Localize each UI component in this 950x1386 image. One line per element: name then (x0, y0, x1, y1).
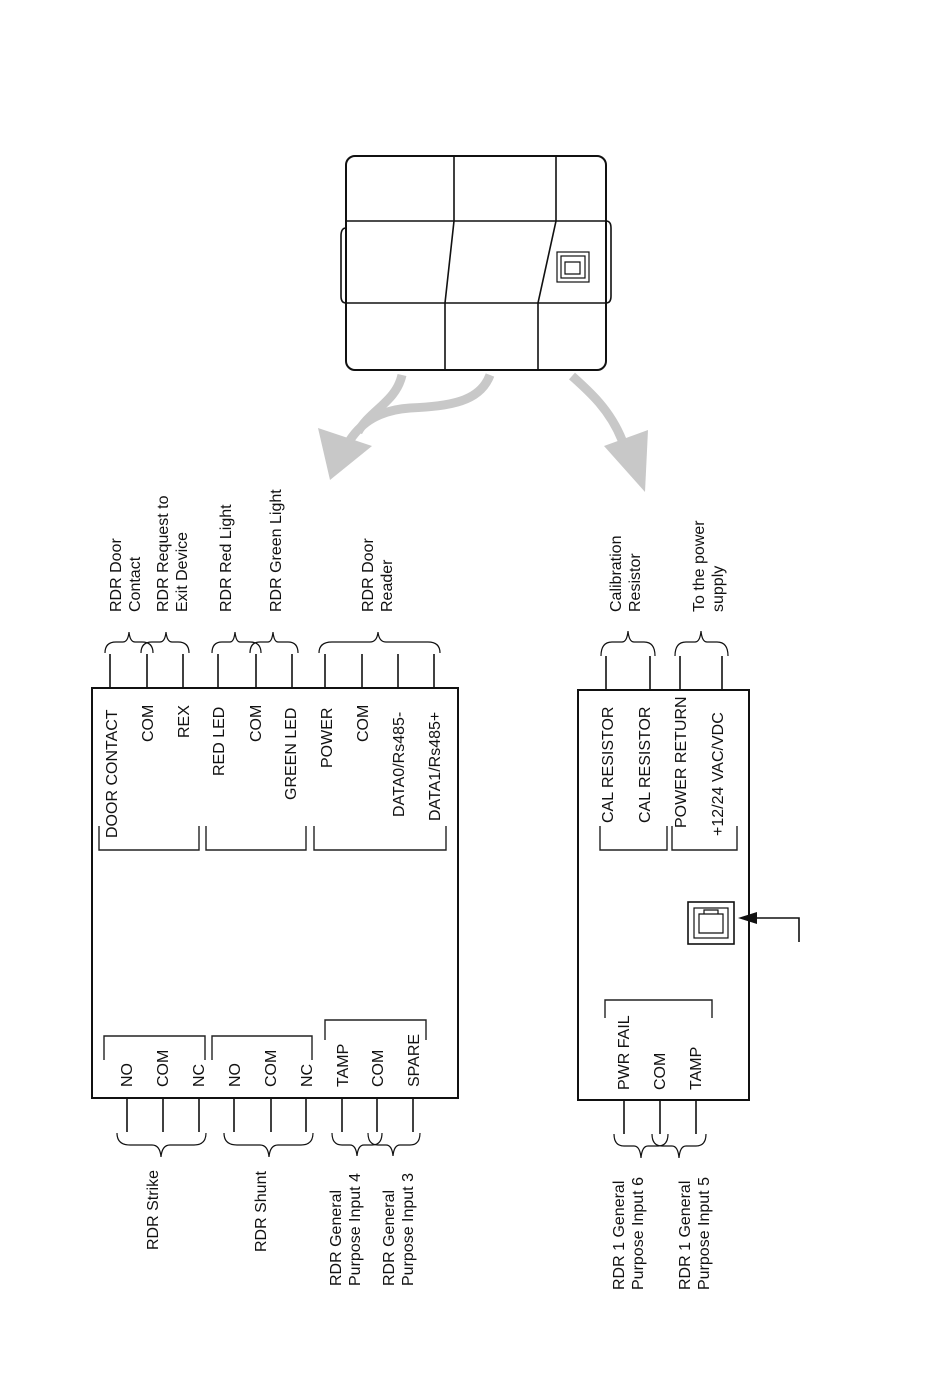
label-rdr-request-exit-1: RDR Request to (155, 495, 172, 612)
terminal-com: COM (248, 705, 265, 742)
right-board-top-terminals: CAL RESISTOR CAL RESISTOR POWER RETURN +… (600, 696, 727, 836)
device-rj45-icon (556, 251, 590, 283)
port-pointer-arrow (738, 912, 800, 942)
label-gpi5-1: RDR 1 General (677, 1181, 694, 1290)
terminal-tamp: TAMP (688, 1047, 705, 1090)
terminal-com: COM (355, 705, 372, 742)
terminal-com: COM (652, 1053, 669, 1090)
label-rdr-green-light: RDR Green Light (268, 489, 285, 612)
label-rdr-door-reader-1: RDR Door (360, 538, 377, 612)
terminal-no: NO (119, 1063, 136, 1087)
terminal-cal-resistor: CAL RESISTOR (600, 707, 617, 823)
left-board-bottom-terminals: NO COM NC NO COM NC TAMP COM SPARE (119, 1034, 423, 1087)
arrow-to-right-board (569, 372, 648, 492)
terminal-nc: NC (191, 1064, 208, 1087)
terminal-no: NO (227, 1063, 244, 1087)
left-board-top-terminals: DOOR CONTACT COM REX RED LED COM GREEN L… (104, 705, 444, 838)
terminal-com: COM (370, 1050, 387, 1087)
left-board-top-labels: RDR Door Contact RDR Request to Exit Dev… (108, 489, 396, 612)
label-gpi3-2: Purpose Input 3 (400, 1173, 417, 1286)
label-calibration-2: Resistor (627, 553, 644, 612)
label-calibration-1: Calibration (608, 536, 625, 612)
terminal-com: COM (155, 1050, 172, 1087)
label-rdr-red-light: RDR Red Light (218, 504, 235, 612)
device-seam-right (537, 156, 557, 370)
device-seam-left (444, 156, 455, 370)
terminal-rex: REX (176, 705, 193, 738)
terminal-door-contact: DOOR CONTACT (104, 709, 121, 838)
terminal-green-led: GREEN LED (283, 708, 300, 800)
right-board-bottom-labels: RDR 1 General Purpose Input 6 RDR 1 Gene… (611, 1177, 713, 1290)
label-power-supply-1: To the power (691, 520, 708, 612)
terminal-red-led: RED LED (211, 707, 228, 776)
right-board-top-labels: Calibration Resistor To the power supply (608, 520, 727, 612)
terminal-power-return: POWER RETURN (673, 696, 690, 828)
left-board-bottom-labels: RDR Strike RDR Shunt RDR General Purpose… (145, 1170, 417, 1286)
label-power-supply-2: supply (710, 566, 727, 612)
terminal-pwr-fail: PWR FAIL (616, 1015, 633, 1090)
label-rdr-strike: RDR Strike (145, 1170, 162, 1250)
rj45-port-icon (687, 901, 735, 945)
terminal-power: POWER (319, 708, 336, 768)
label-rdr-shunt: RDR Shunt (253, 1171, 270, 1252)
device-band (340, 220, 612, 304)
terminal-com: COM (263, 1050, 280, 1087)
label-rdr-door-contact-1: RDR Door (108, 538, 125, 612)
label-gpi5-2: Purpose Input 5 (696, 1177, 713, 1290)
label-gpi4-1: RDR General (328, 1190, 345, 1286)
terminal-spare: SPARE (406, 1034, 423, 1087)
label-gpi6-2: Purpose Input 6 (630, 1177, 647, 1290)
terminal-cal-resistor: CAL RESISTOR (637, 707, 654, 823)
terminal-12-24-vac-vdc: +12/24 VAC/VDC (710, 712, 727, 836)
label-rdr-request-exit-2: Exit Device (174, 532, 191, 612)
label-gpi6-1: RDR 1 General (611, 1181, 628, 1290)
terminal-tamp: TAMP (335, 1044, 352, 1087)
right-board (577, 689, 750, 1101)
label-rdr-door-reader-2: Reader (379, 559, 396, 612)
left-board (91, 687, 459, 1099)
terminal-nc: NC (299, 1064, 316, 1087)
label-rdr-door-contact-2: Contact (127, 556, 144, 612)
label-gpi3-1: RDR General (381, 1190, 398, 1286)
right-board-bottom-terminals: PWR FAIL COM TAMP (616, 1015, 705, 1090)
terminal-com: COM (140, 705, 157, 742)
arrow-to-left-board (318, 373, 495, 480)
terminal-data1: DATA1/Rs485+ (427, 712, 444, 821)
device-body (345, 155, 607, 371)
device-unit (340, 155, 612, 371)
label-gpi4-2: Purpose Input 4 (347, 1173, 364, 1286)
terminal-data0: DATA0/Rs485- (391, 712, 408, 817)
